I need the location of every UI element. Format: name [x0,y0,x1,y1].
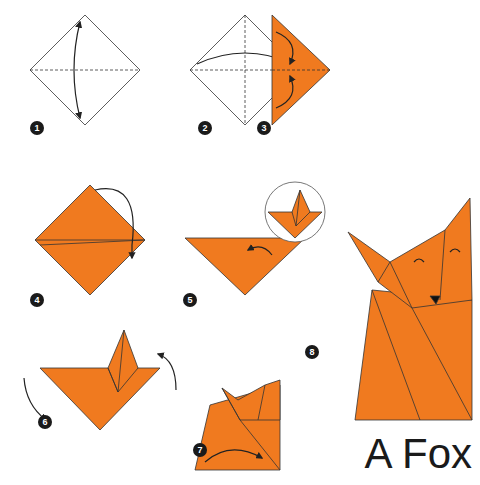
step-number: 7 [193,443,207,457]
step-number: 1 [30,121,44,135]
step-number: 5 [183,293,197,307]
step-number: 6 [38,415,52,429]
step-number: 4 [30,293,44,307]
step-number: 2 [198,121,212,135]
title-text: A Fox [365,430,472,478]
step-number: 3 [257,121,271,135]
step-number: 8 [305,345,319,359]
